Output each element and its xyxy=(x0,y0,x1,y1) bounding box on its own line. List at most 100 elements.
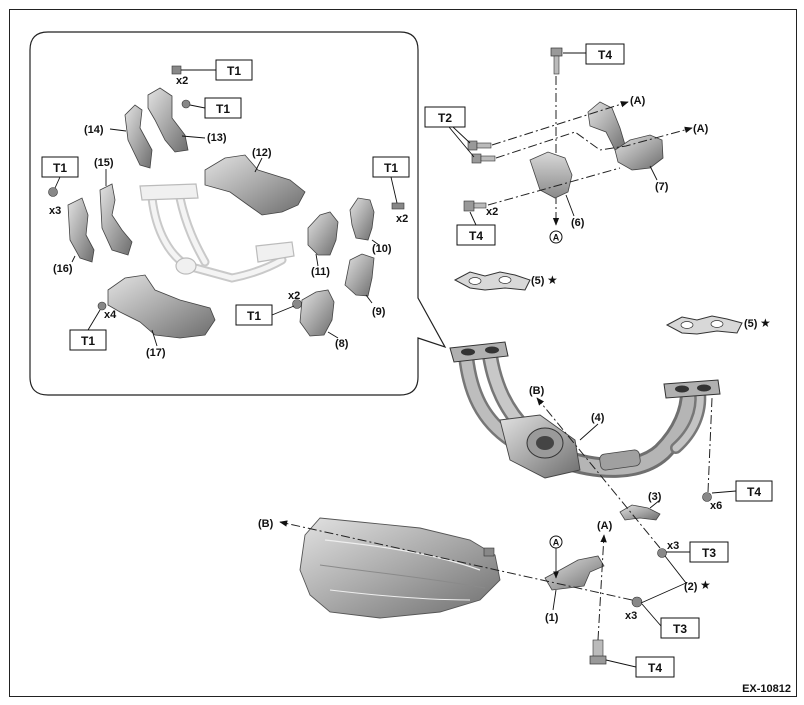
part-label-15: (15) xyxy=(94,157,114,169)
t1-box-1: T1 xyxy=(215,59,253,81)
upper-right-parts xyxy=(448,47,743,335)
part-label-14: (14) xyxy=(84,124,104,136)
part-label-5: (5) xyxy=(744,318,758,330)
part-label-4: (4) xyxy=(591,412,605,424)
heat-shield-13 xyxy=(147,87,189,153)
svg-text:T1: T1 xyxy=(53,161,67,175)
heat-shield-12 xyxy=(204,154,306,216)
t3-box-lower: T3 xyxy=(660,617,700,639)
svg-text:T4: T4 xyxy=(598,48,612,62)
bracket-3 xyxy=(619,504,661,521)
svg-text:A: A xyxy=(553,233,560,243)
svg-text:T2: T2 xyxy=(438,111,452,125)
bolt-head-icon xyxy=(589,655,607,665)
bracket-6 xyxy=(529,151,573,199)
heat-shield-17 xyxy=(107,274,216,339)
qty-label: x3 xyxy=(625,610,637,622)
lower-labels: (B) (4) (3) T4 x6 (B) (A) A x3 T3 (2) ★ … xyxy=(258,385,791,695)
part-label-7: (7) xyxy=(655,181,669,193)
gasket-5-left xyxy=(453,271,531,291)
bolt-icon xyxy=(391,202,405,210)
inset-parts xyxy=(48,65,405,339)
part-label-8: (8) xyxy=(335,338,349,350)
svg-text:A: A xyxy=(553,538,560,548)
ref-label-b: (B) xyxy=(529,385,545,397)
replace-star-icon: ★ xyxy=(547,273,558,287)
nut-icon xyxy=(97,301,107,311)
svg-text:T3: T3 xyxy=(673,622,687,636)
exhaust-manifold-4 xyxy=(449,341,721,479)
nut-icon xyxy=(292,299,302,309)
t2-bolts xyxy=(467,140,496,164)
nut-icon xyxy=(181,99,191,109)
svg-text:T1: T1 xyxy=(384,161,398,175)
svg-text:T1: T1 xyxy=(227,64,241,78)
qty-label: x2 xyxy=(176,75,188,87)
bolt-shank-icon xyxy=(553,55,560,75)
t1-box-6: T1 xyxy=(69,329,107,351)
heat-shield-11 xyxy=(307,211,339,256)
bracket xyxy=(587,101,627,153)
figure-code: EX-10812 xyxy=(742,683,791,695)
svg-text:T4: T4 xyxy=(747,485,761,499)
t1-box-2: T1 xyxy=(204,97,242,119)
outer-frame xyxy=(9,9,797,697)
heat-shield-9 xyxy=(344,253,375,297)
nut-icon xyxy=(48,187,58,197)
t3-box-upper: T3 xyxy=(689,541,729,563)
part-7-body xyxy=(614,134,664,171)
t4-box-bottom: T4 xyxy=(635,656,675,678)
svg-text:T4: T4 xyxy=(469,229,483,243)
bolt-icon xyxy=(171,65,182,75)
t4-box-right: T4 xyxy=(735,480,773,502)
t1-box-4: T1 xyxy=(372,156,410,178)
lower-heat-shield xyxy=(299,517,501,619)
part-label-2: (2) xyxy=(684,581,698,593)
part-label-1: (1) xyxy=(545,612,559,624)
inset-fasteners xyxy=(48,65,405,311)
ghosted-manifold xyxy=(139,183,295,283)
nut-icon xyxy=(657,548,667,558)
part-label-16: (16) xyxy=(53,263,73,275)
qty-label: x2 xyxy=(486,206,498,218)
t1-box-5: T1 xyxy=(235,304,273,326)
bolt-shank-icon xyxy=(592,639,604,659)
qty-label: x2 xyxy=(396,213,408,225)
svg-text:T3: T3 xyxy=(702,546,716,560)
heat-shield-10 xyxy=(349,197,375,241)
inset-labels: T1 x2 T1 (14) (13) (12) T1 (15) x3 T1 x2… xyxy=(41,59,410,359)
svg-text:T1: T1 xyxy=(81,334,95,348)
nut-icon xyxy=(631,596,643,608)
ref-label-b: (B) xyxy=(258,518,274,530)
qty-label: x6 xyxy=(710,500,722,512)
part-label-11: (11) xyxy=(311,266,330,278)
circled-a-marker: A xyxy=(549,535,563,549)
bolt-head-icon xyxy=(550,47,563,57)
replace-star-icon: ★ xyxy=(760,316,771,330)
heat-shield-14 xyxy=(124,104,153,169)
gasket-5-right xyxy=(665,315,743,335)
t4-box-upper: T4 xyxy=(456,224,496,246)
heat-shield-16 xyxy=(67,197,95,263)
qty-label: x3 xyxy=(49,205,61,217)
replace-star-icon: ★ xyxy=(700,578,711,592)
lower-leaders xyxy=(279,397,737,668)
bracket-1 xyxy=(544,555,605,591)
part-label-13: (13) xyxy=(207,132,227,144)
circled-a-marker: A xyxy=(549,230,563,244)
svg-text:T1: T1 xyxy=(247,309,261,323)
ref-label-a: (A) xyxy=(693,123,709,135)
svg-text:T1: T1 xyxy=(216,102,230,116)
nut-icon xyxy=(702,492,712,502)
qty-label: x2 xyxy=(288,290,300,302)
part-label-3: (3) xyxy=(648,491,662,503)
part-label-12: (12) xyxy=(252,147,272,159)
qty-label: x3 xyxy=(667,540,679,552)
inset-leaders xyxy=(54,69,398,347)
part-label-17: (17) xyxy=(146,347,166,359)
part-label-10: (10) xyxy=(372,243,392,255)
part-label-6: (6) xyxy=(571,217,585,229)
t1-box-3: T1 xyxy=(41,156,79,178)
heat-shield-8 xyxy=(299,289,335,337)
